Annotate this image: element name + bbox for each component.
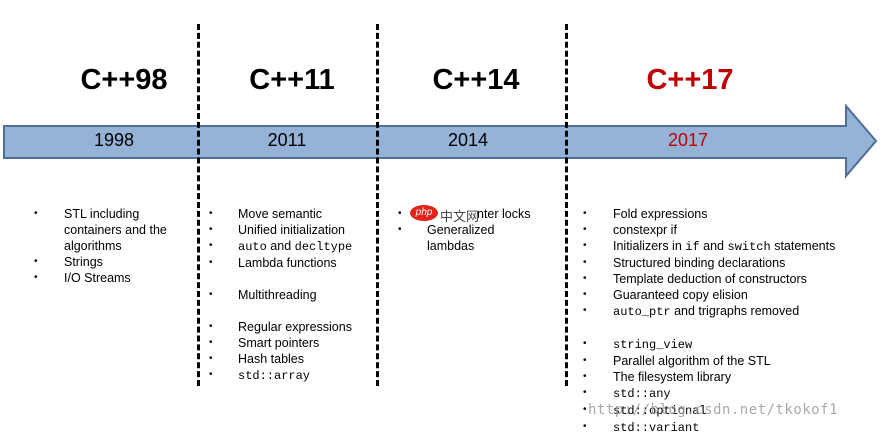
list-item: •constexpr if xyxy=(583,223,677,237)
list-item: •Parallel algorithm of the STL xyxy=(583,354,771,368)
list-item: •The filesystem library xyxy=(583,370,732,384)
list-item: algorithms xyxy=(64,239,122,253)
list-item: •Regular expressions xyxy=(209,320,352,334)
era-year-2011: 2011 xyxy=(267,130,307,150)
list-item: •std::variant xyxy=(583,421,700,435)
timeline-arrow-shape xyxy=(3,103,878,179)
php-logo-icon: php xyxy=(410,205,438,221)
era-year-1998: 1998 xyxy=(93,130,135,150)
list-item: •auto_ptr and trigraphs removed xyxy=(583,304,800,319)
cpp14-feature-list: •nter locks •Generalized lambdas xyxy=(398,206,531,254)
list-item: •Move semantic xyxy=(209,207,323,221)
era-year-2014: 2014 xyxy=(447,130,489,150)
list-item: •Multithreading xyxy=(209,288,317,302)
era-divider-2 xyxy=(376,24,379,386)
watermark: http://blog.csdn.net/tkokof1 xyxy=(588,402,839,418)
list-item: lambdas xyxy=(427,239,475,253)
list-item: •Initializers in if and switch statement… xyxy=(583,239,836,254)
list-item: •Smart pointers xyxy=(209,336,320,350)
list-item: •Strings xyxy=(34,255,103,269)
list-item: •std::optional xyxy=(583,404,707,418)
cpp11-feature-list: •Move semantic •Unified initialization •… xyxy=(209,206,352,384)
php-logo-text: 中文网 xyxy=(440,209,480,224)
list-item: •STL including xyxy=(34,207,140,221)
list-item: •Structured binding declarations xyxy=(583,256,786,270)
era-title-cpp98: C++98 xyxy=(80,64,168,96)
era-title-cpp11: C++11 xyxy=(249,64,335,96)
list-item: •string_view xyxy=(583,338,693,352)
era-year-2017: 2017 xyxy=(667,130,709,150)
list-item: •Generalized xyxy=(398,223,495,237)
list-item: •nter locks xyxy=(398,207,531,221)
cpp98-feature-list: •STL including containers and the algori… xyxy=(34,206,167,286)
list-item: •auto and decltype xyxy=(209,239,353,254)
list-item: •Lambda functions xyxy=(209,256,337,270)
cpp17-feature-list: •Fold expressions •constexpr if •Initial… xyxy=(583,206,835,436)
list-item: •Guaranteed copy elision xyxy=(583,288,748,302)
list-item: •std::any xyxy=(583,387,671,401)
list-item: •I/O Streams xyxy=(34,271,131,285)
era-title-cpp17: C++17 xyxy=(646,64,734,96)
list-item: •Hash tables xyxy=(209,352,305,366)
list-item: •Fold expressions xyxy=(583,207,708,221)
era-divider-3 xyxy=(565,24,568,386)
list-item: containers and the xyxy=(64,223,167,237)
list-item: •Template deduction of constructors xyxy=(583,272,807,286)
era-divider-1 xyxy=(197,24,200,386)
era-title-cpp14: C++14 xyxy=(432,64,520,96)
list-item: •std::array xyxy=(209,369,311,383)
list-item: •Unified initialization xyxy=(209,223,346,237)
